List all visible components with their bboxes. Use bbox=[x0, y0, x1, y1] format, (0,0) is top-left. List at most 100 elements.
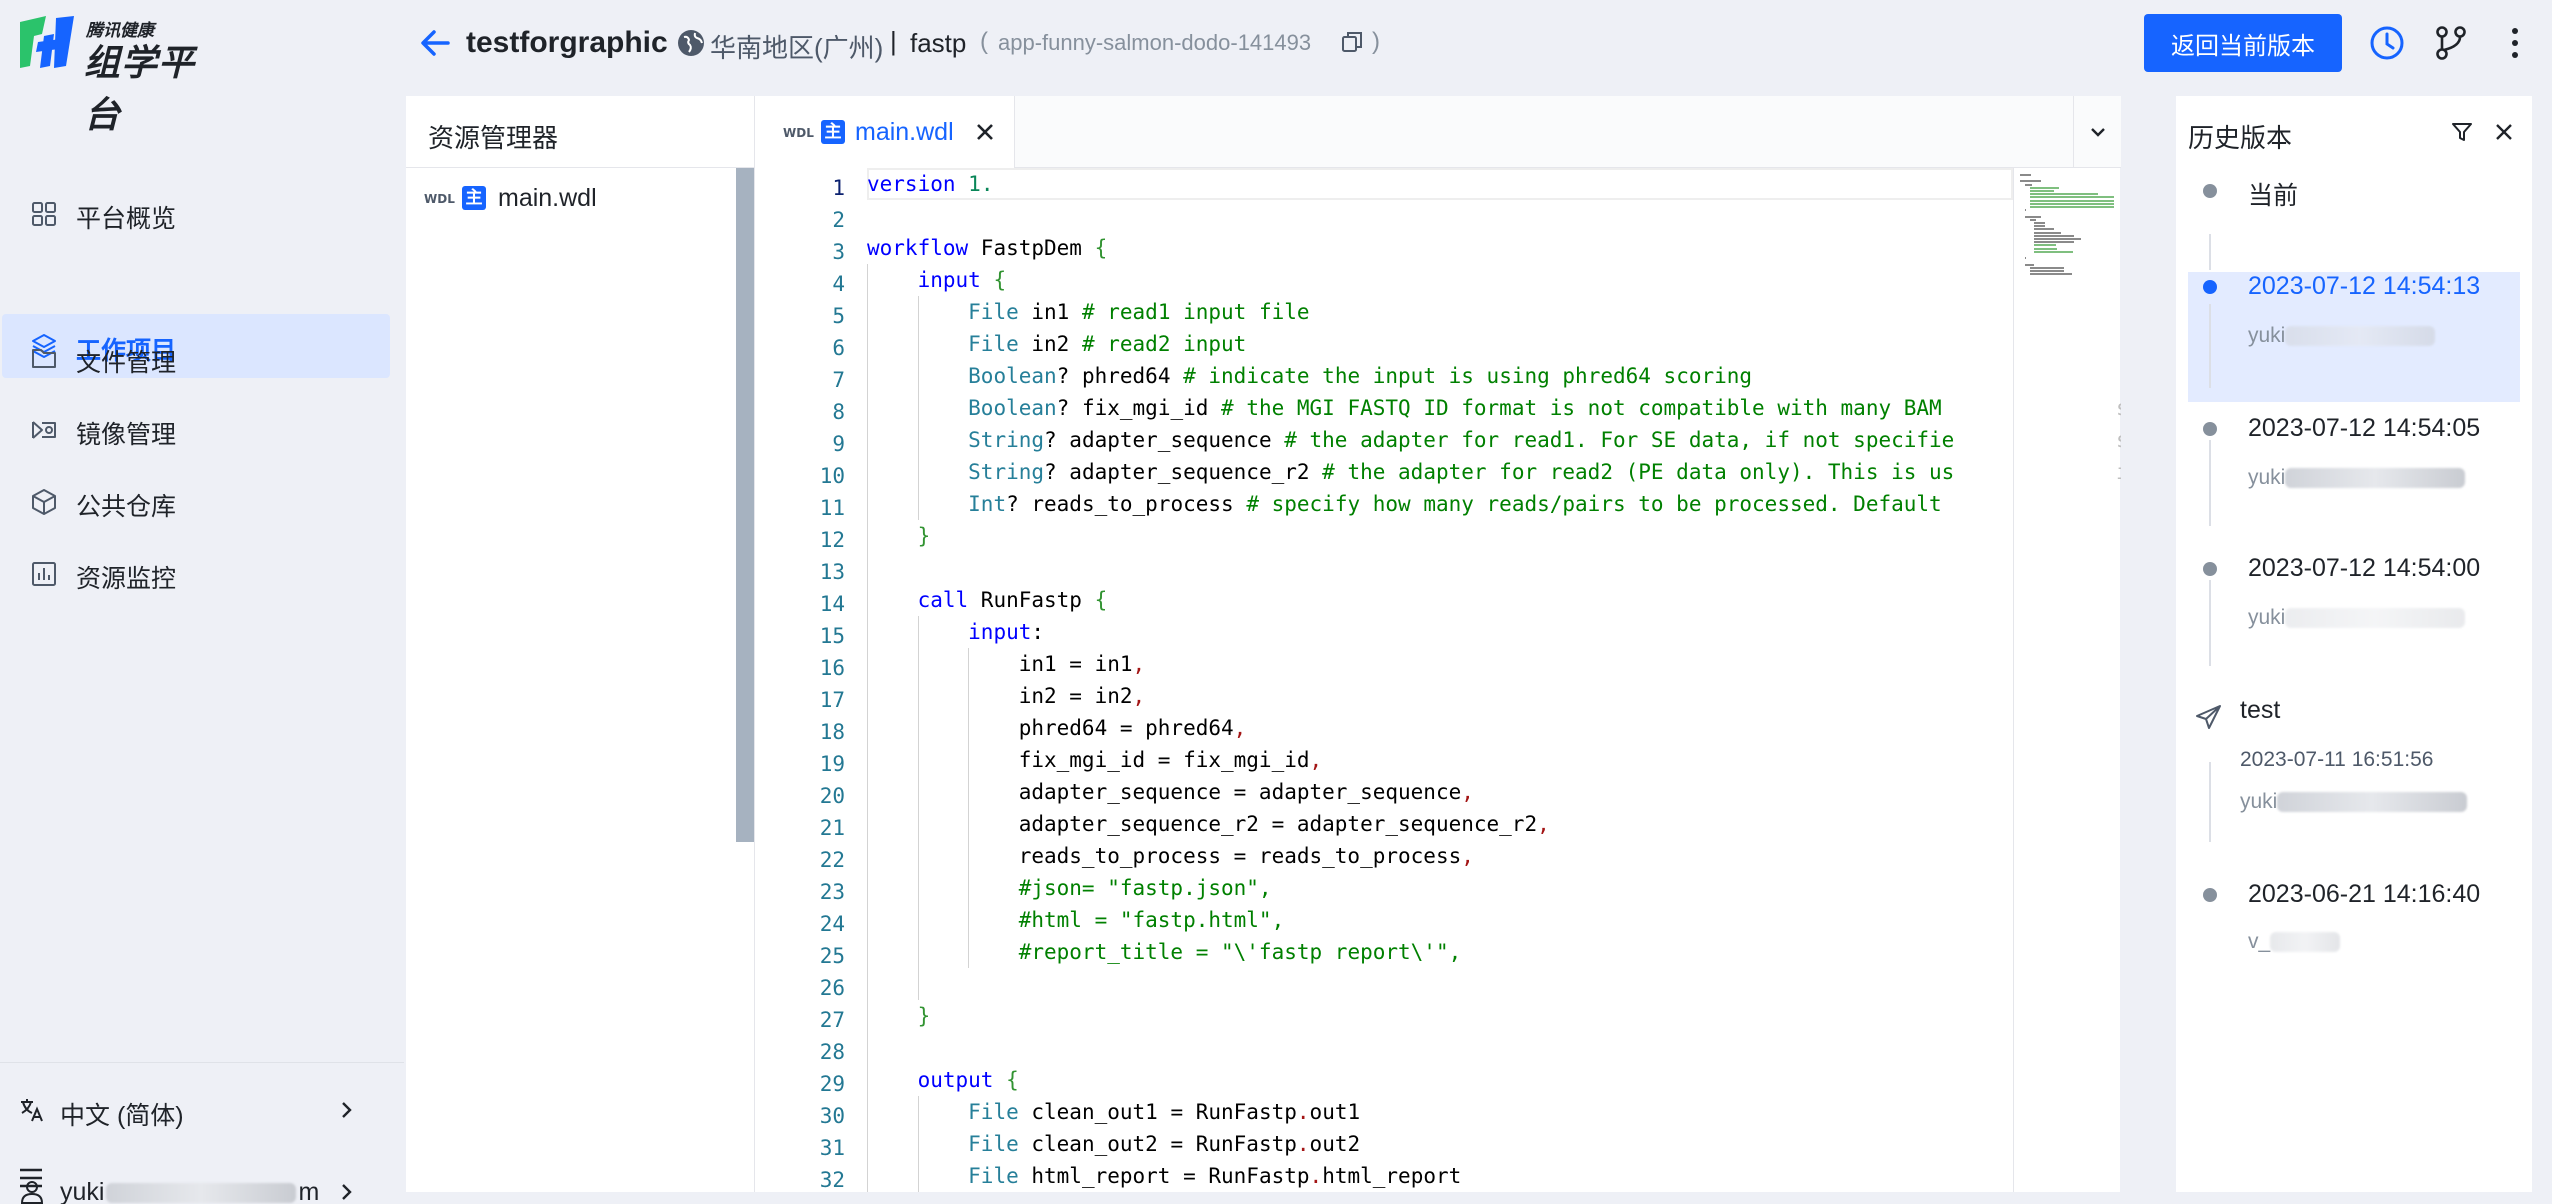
code-line: in1 = in1, bbox=[867, 652, 1146, 676]
release-send-icon bbox=[2196, 705, 2221, 729]
timeline-dot bbox=[2203, 888, 2217, 902]
indent-guide bbox=[917, 1096, 919, 1192]
version-time: 2023-07-12 14:54:05 bbox=[2248, 414, 2481, 442]
resource-scrollbar[interactable] bbox=[736, 168, 754, 842]
redacted-mask bbox=[2285, 326, 2436, 347]
copy-icon[interactable] bbox=[1340, 30, 1364, 54]
indent-guide bbox=[917, 296, 919, 520]
clock-icon[interactable] bbox=[2368, 24, 2406, 62]
code-line: } bbox=[917, 1004, 931, 1028]
release-name: test bbox=[2240, 696, 2281, 724]
cube-icon bbox=[32, 489, 56, 515]
redacted-mask bbox=[2285, 608, 2466, 629]
version-time: 2023-07-12 14:54:00 bbox=[2248, 554, 2481, 582]
minimap-line bbox=[2034, 228, 2055, 231]
branch-icon[interactable] bbox=[2432, 24, 2470, 62]
nav-item-label: 工作项目 bbox=[76, 337, 177, 365]
image-icon bbox=[32, 421, 56, 439]
grid-icon bbox=[32, 202, 56, 226]
version-time: 2023-07-12 14:54:13 bbox=[2248, 272, 2481, 300]
close-icon[interactable] bbox=[975, 122, 995, 142]
nav-item-public-repo[interactable]: 公共仓库 bbox=[2, 470, 390, 534]
chevron-down-icon bbox=[2091, 128, 2105, 137]
hamburger-menu-icon[interactable] bbox=[18, 1166, 44, 1190]
indent-guide bbox=[917, 616, 919, 1000]
nav-item-projects[interactable]: 工作项目 bbox=[2, 314, 390, 378]
code-line: File html_report = RunFastp.html_report bbox=[968, 1164, 1462, 1188]
filter-icon[interactable] bbox=[2450, 120, 2474, 144]
line-number: 22 bbox=[819, 848, 845, 872]
line-number: 29 bbox=[819, 1072, 845, 1096]
nav-item-label: 文件管理 bbox=[76, 349, 177, 377]
version-author: yuki bbox=[2248, 466, 2466, 490]
redacted-mask bbox=[2277, 792, 2468, 813]
timeline-dot bbox=[2203, 562, 2217, 576]
line-number: 17 bbox=[819, 688, 845, 712]
code-line: #json= "fastp.json", bbox=[1018, 876, 1272, 900]
timeline-line bbox=[2209, 440, 2211, 526]
code-line: fix_mgi_id = fix_mgi_id, bbox=[867, 748, 1323, 772]
app-id: app-funny-salmon-dodo-141493 bbox=[998, 30, 1312, 55]
minimap-line bbox=[2034, 234, 2074, 237]
editor-tab-main-wdl[interactable]: WDL 主 main.wdl bbox=[755, 96, 1015, 168]
minimap-line bbox=[2029, 196, 2114, 199]
timeline-dot bbox=[2203, 280, 2217, 294]
minimap-line bbox=[2020, 180, 2041, 183]
brand-logo[interactable]: 腾讯健康 组学平台 bbox=[16, 14, 216, 135]
indent-guide bbox=[968, 648, 970, 968]
line-number: 12 bbox=[819, 528, 845, 552]
code-minimap[interactable]: ssi bbox=[2013, 168, 2121, 1192]
nav-item-label: 镜像管理 bbox=[76, 421, 177, 449]
minimap-line bbox=[2024, 183, 2033, 186]
editor-tabbar: WDL 主 main.wdl bbox=[755, 96, 2121, 168]
code-line: File clean_out2 = RunFastp.out2 bbox=[968, 1132, 1361, 1156]
overflow-char: s bbox=[2116, 392, 2121, 424]
line-number: 2 bbox=[832, 208, 845, 232]
code-line: phred64 = phred64, bbox=[867, 716, 1247, 740]
minimap-line bbox=[2034, 241, 2074, 244]
more-vertical-icon[interactable] bbox=[2496, 24, 2534, 62]
version-author: v_ bbox=[2248, 930, 2341, 954]
chevron-right-icon bbox=[342, 1184, 352, 1200]
nav-item-label: 平台概览 bbox=[76, 205, 177, 233]
minimap-line bbox=[2029, 186, 2060, 189]
nav-item-images[interactable]: 镜像管理 bbox=[2, 398, 390, 462]
file-tree-item[interactable]: WDL 主 main.wdl bbox=[406, 178, 736, 218]
timeline-line bbox=[2209, 762, 2211, 842]
code-text[interactable]: version 1.workflow FastpDem { input { Fi… bbox=[867, 168, 2013, 1192]
back-arrow-icon[interactable] bbox=[418, 26, 452, 60]
nav-item-monitoring[interactable]: 资源监控 bbox=[2, 542, 390, 606]
minimap-line bbox=[2024, 257, 2026, 260]
code-line: input { bbox=[917, 268, 1007, 292]
version-author: yuki bbox=[2248, 324, 2436, 348]
line-number: 30 bbox=[819, 1104, 845, 1128]
code-line: input: bbox=[968, 620, 1045, 644]
line-number: 21 bbox=[819, 816, 845, 840]
line-number: 18 bbox=[819, 720, 845, 744]
minimap-line bbox=[2029, 193, 2098, 196]
timeline-line bbox=[2209, 234, 2211, 270]
language-switcher[interactable]: 中文 (简体) bbox=[0, 1080, 404, 1140]
indent-guide bbox=[867, 264, 868, 1192]
timeline-line bbox=[2209, 304, 2211, 388]
return-current-version-button[interactable]: 返回当前版本 bbox=[2144, 14, 2342, 72]
line-number: 13 bbox=[819, 560, 845, 584]
line-number: 28 bbox=[819, 1040, 845, 1064]
close-icon[interactable] bbox=[2492, 120, 2516, 144]
tab-list-dropdown[interactable] bbox=[2073, 96, 2121, 168]
code-line: } bbox=[917, 524, 931, 548]
redacted-mask bbox=[106, 1183, 297, 1204]
line-number: 8 bbox=[832, 400, 845, 424]
nav-item-overview[interactable]: 平台概览 bbox=[2, 182, 390, 246]
code-line: File clean_out1 = RunFastp.out1 bbox=[968, 1100, 1361, 1124]
minimap-line bbox=[2029, 266, 2064, 269]
code-line: File in2 # read2 input bbox=[968, 332, 1247, 356]
line-number: 14 bbox=[819, 592, 845, 616]
minimap-line bbox=[2034, 247, 2058, 250]
nav-item-files[interactable]: 文件管理 bbox=[2, 326, 390, 390]
code-line: reads_to_process = reads_to_process, bbox=[867, 844, 1474, 868]
overflow-char: s bbox=[2116, 424, 2121, 456]
